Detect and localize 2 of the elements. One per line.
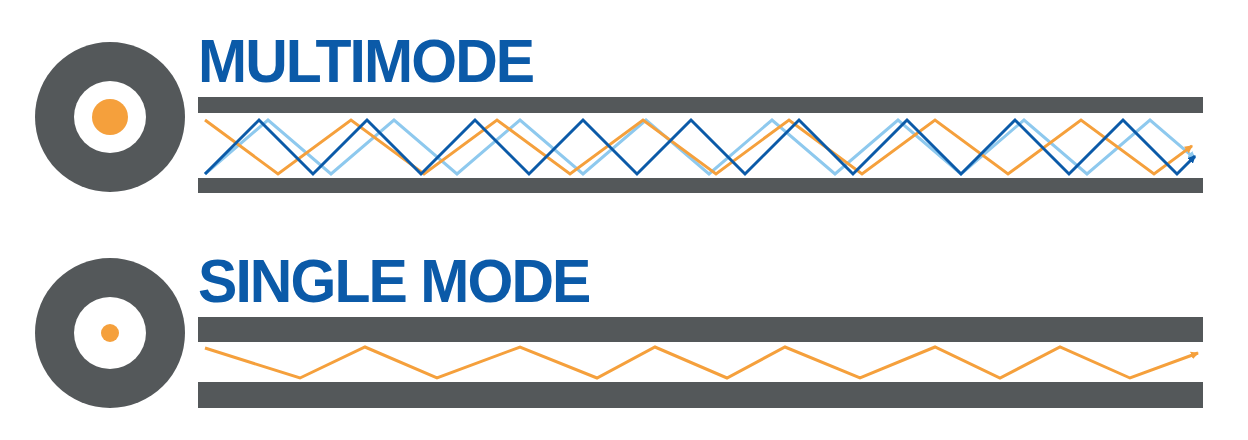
heading: MULTIMODE — [198, 30, 534, 92]
heading: SINGLE MODE — [198, 250, 590, 312]
